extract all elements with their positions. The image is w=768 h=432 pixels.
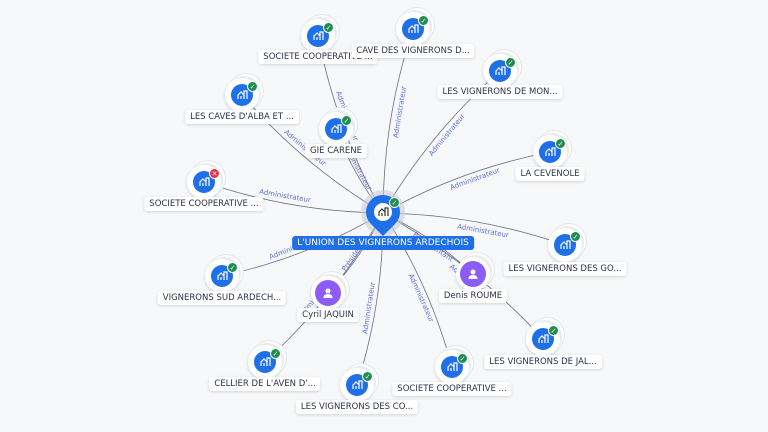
- node-label[interactable]: Cyril JAQUIN: [297, 308, 359, 322]
- verified-check-icon: ✓: [570, 231, 581, 242]
- edge: [382, 212, 453, 368]
- verified-check-icon: ✓: [389, 197, 400, 208]
- node-label[interactable]: GIE CARENE: [305, 144, 367, 158]
- verified-check-icon: ✓: [323, 22, 334, 33]
- verified-check-icon: ✓: [548, 325, 559, 336]
- node-label[interactable]: CELLIER DE L'AVEN D'...: [209, 377, 321, 391]
- verified-check-icon: ✓: [227, 262, 238, 273]
- node-label[interactable]: SOCIETE COOPERATIVE ...: [144, 197, 264, 211]
- verified-check-icon: ✓: [457, 353, 468, 364]
- node-label[interactable]: LA CEVENOLE: [515, 167, 585, 181]
- node-label[interactable]: CAVE DES VIGNERONS D...: [351, 44, 475, 58]
- verified-check-icon: ✓: [362, 371, 373, 382]
- node-label[interactable]: LES VIGNERONS DE JAL...: [484, 355, 602, 369]
- edge: [382, 212, 566, 246]
- verified-check-icon: ✓: [418, 15, 429, 26]
- building-icon: [374, 203, 392, 221]
- edge: [382, 151, 551, 214]
- center-node-label[interactable]: L'UNION DES VIGNERONS ARDECHOIS: [292, 236, 474, 250]
- node-label[interactable]: Denis ROUME: [438, 289, 508, 303]
- verified-check-icon: ✓: [505, 57, 516, 68]
- verified-check-icon: ✓: [247, 81, 258, 92]
- verified-check-icon: ✓: [341, 115, 352, 126]
- verified-check-icon: ✓: [270, 348, 281, 359]
- closed-x-icon: ✕: [209, 168, 220, 179]
- node-label[interactable]: LES VIGNERONS DES GO...: [503, 262, 627, 276]
- edge: [221, 212, 384, 277]
- node-label[interactable]: SOCIETE COOPERATIVE ...: [258, 50, 378, 64]
- node-label[interactable]: LES CAVES D'ALBA ET ...: [185, 110, 299, 124]
- person-icon: [315, 280, 341, 306]
- edge: [203, 181, 384, 214]
- node-label[interactable]: LES VIGNERONS DE MON...: [437, 85, 563, 99]
- person-icon: [460, 261, 486, 287]
- node-label[interactable]: VIGNERONS SUD ARDECH...: [157, 291, 287, 305]
- verified-check-icon: ✓: [555, 138, 566, 149]
- node-label[interactable]: LES VIGNERONS DES CO...: [295, 400, 419, 414]
- node-label[interactable]: SOCIETE COOPERATIVE ...: [392, 382, 512, 396]
